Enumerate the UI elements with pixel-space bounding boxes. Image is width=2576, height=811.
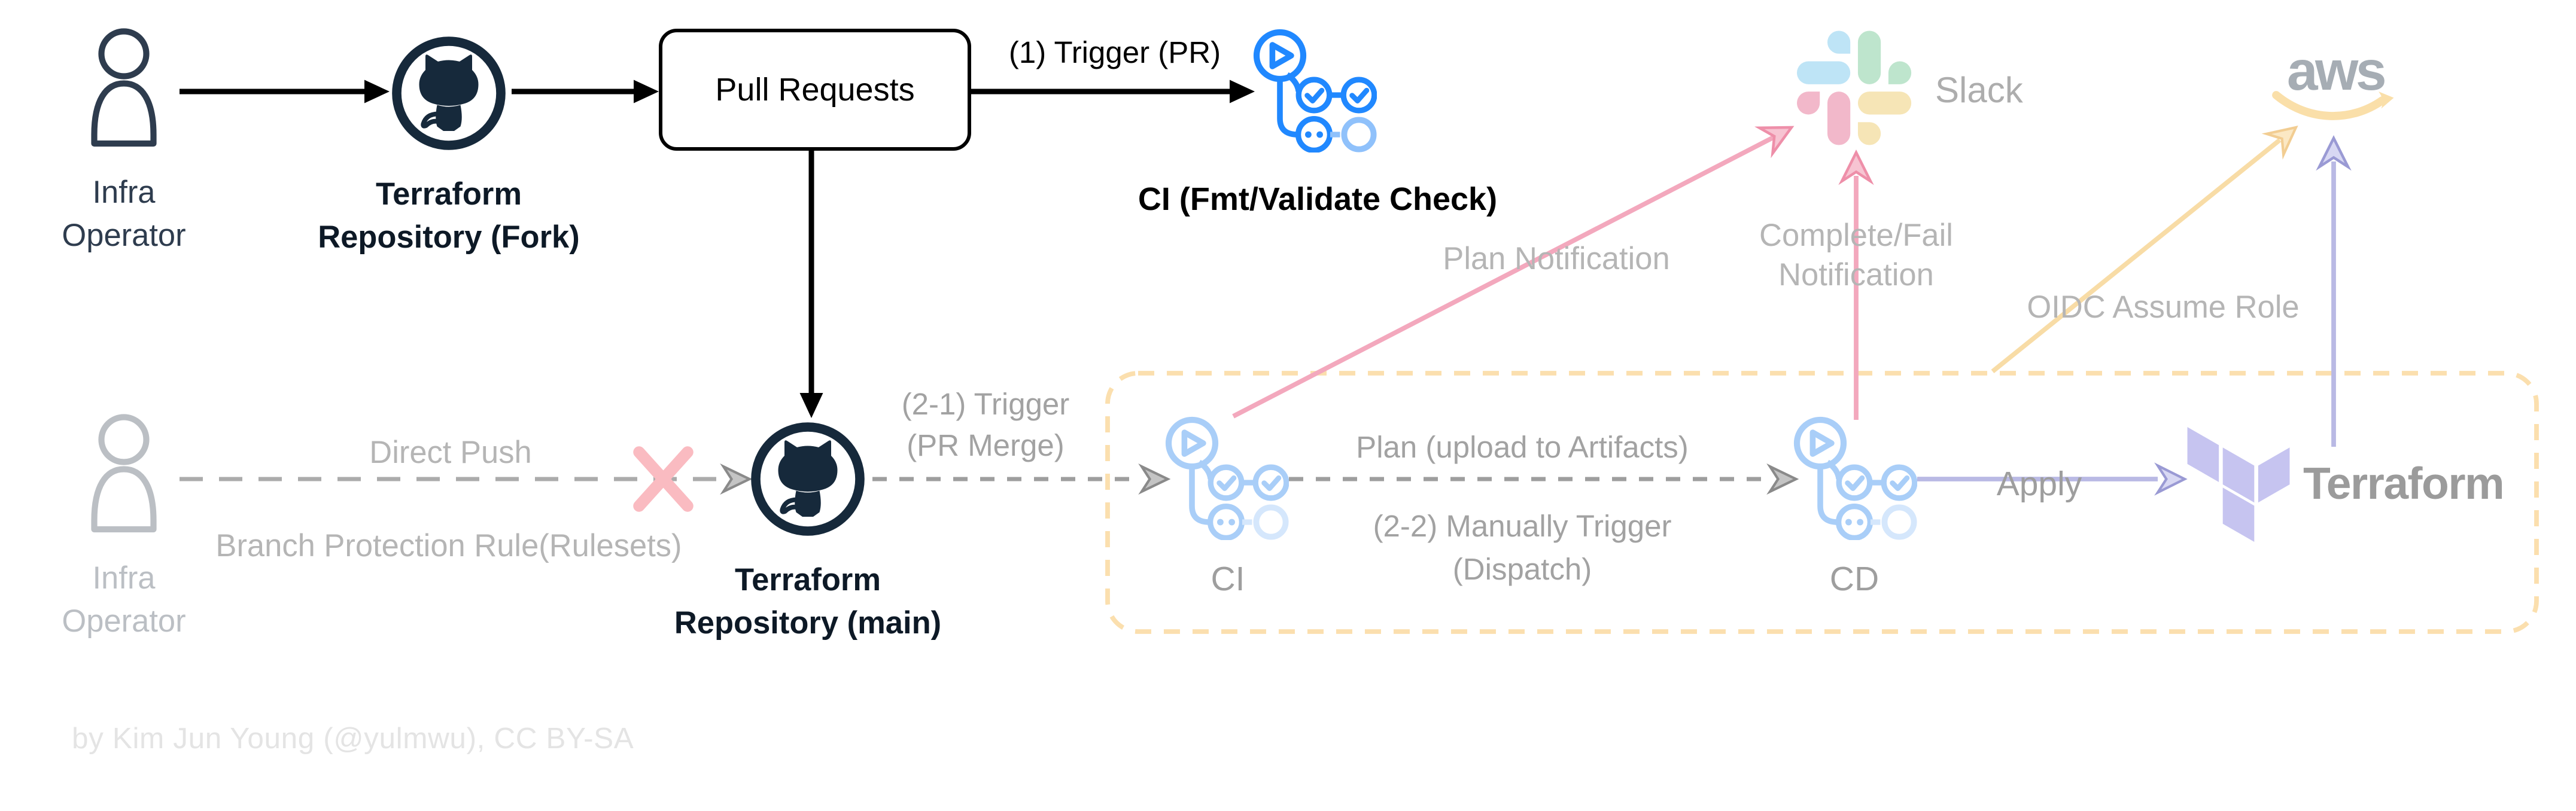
x-icon [633,446,694,512]
branch-protection-label: Branch Protection Rule(Rulesets) [215,528,682,563]
github-actions-cd-icon [1793,416,1917,540]
arrow-actor-to-fork [180,80,390,103]
aws-label: aws [2286,39,2387,102]
github-icon [751,422,865,536]
direct-push-label: Direct Push [369,434,532,470]
apply-label: Apply [1996,467,2082,504]
github-actions-ci-icon [1253,29,1377,153]
cicd-boundary-box [1105,371,2539,634]
arrow-pr-to-main-repo [799,151,823,418]
arrow-plan-notification [1232,126,1795,419]
arrow-direct-push [180,463,753,495]
github-actions-ci-faded-icon [1165,416,1289,540]
arrow-terraform-to-aws [2316,135,2352,447]
trigger-pr-merge-label: (2-1) Trigger(PR Merge) [901,388,1070,463]
ci-node-label: CI [1211,562,1245,599]
slack-label: Slack [1935,72,2023,111]
terraform-brand-label: Terraform [2303,459,2505,510]
terraform-icon [2187,427,2290,542]
arrow-apply [1917,462,2188,496]
user-icon [91,414,157,533]
credit-text: by Kim Jun Young (@yulmwu), CC BY-SA [72,723,634,755]
arrow-ci-to-cd [1289,463,1799,495]
pull-requests-node: Pull Requests [659,29,971,151]
plan-notification-label: Plan Notification [1443,240,1670,276]
plan-upload-label: Plan (upload to Artifacts) [1356,431,1689,465]
oidc-label: OIDC Assume Role [2027,289,2300,325]
ci-check-label: CI (Fmt/Validate Check) [1138,181,1498,217]
arrow-fork-to-pr [512,80,659,103]
arrow-complete-fail-notification [1838,149,1874,420]
slack-icon [1797,31,1912,145]
trigger-pr-label: (1) Trigger (PR) [1008,36,1221,70]
arrow-merge-trigger [872,463,1171,495]
pull-requests-label: Pull Requests [715,71,915,107]
aws-icon [2272,91,2394,120]
manual-trigger-label: (2-2) Manually Trigger(Dispatch) [1373,510,1672,587]
user-icon [91,28,157,147]
cd-node-label: CD [1829,562,1879,599]
github-icon [392,36,506,150]
arrow-pr-to-ci [971,80,1255,103]
arrow-oidc [1991,126,2298,374]
